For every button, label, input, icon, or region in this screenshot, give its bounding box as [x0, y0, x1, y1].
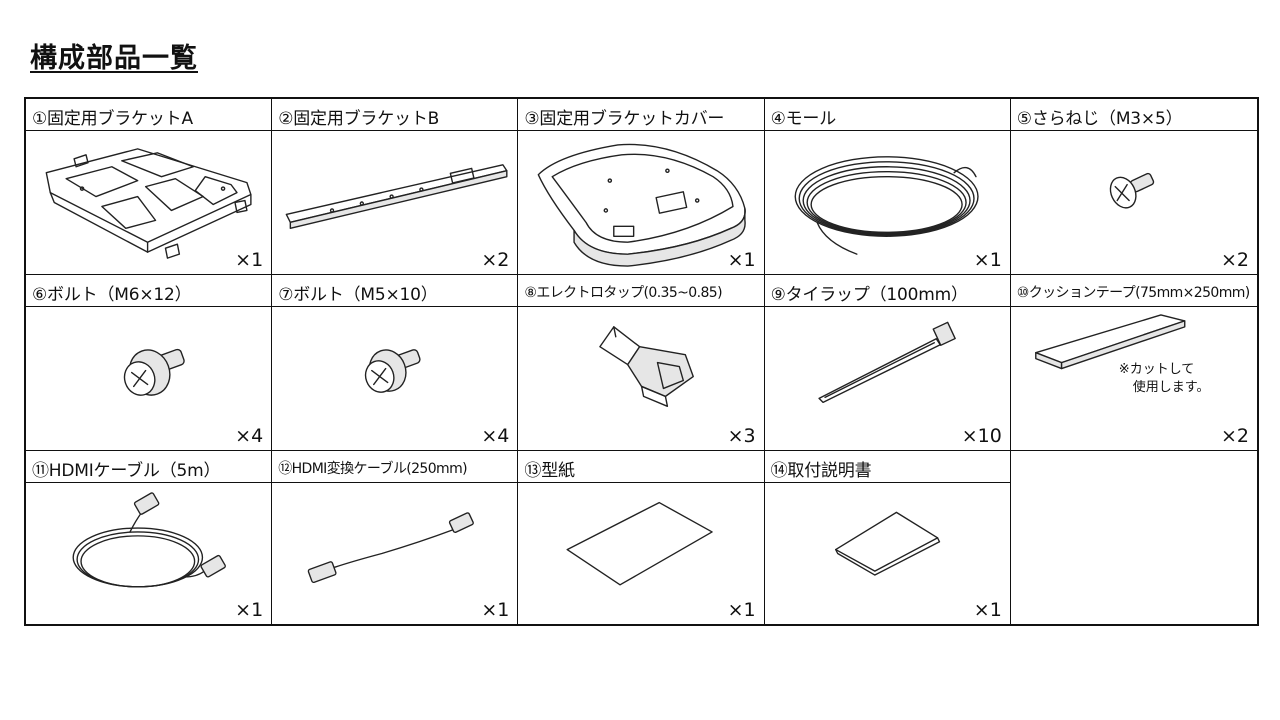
part-cell-4: ④モール ×1 — [764, 99, 1011, 275]
note-line: ※カットして — [1118, 362, 1195, 377]
part-quantity: ×4 — [481, 425, 510, 447]
part-quantity: ×2 — [1220, 249, 1249, 271]
part-label: ⑩クッションテープ(75mm×250mm) — [1010, 275, 1257, 307]
part-label: ⑦ボルト（M5×10） — [272, 275, 518, 307]
cable-tie-illustration — [765, 307, 1010, 450]
part-cell-14: ⑭取付説明書 ×1 — [764, 451, 1011, 624]
part-quantity: ×1 — [973, 249, 1002, 271]
part-label: ⑥ボルト（M6×12） — [26, 275, 272, 307]
parts-table: ①固定用ブラケットA ×1 ②固定用ブラケットB — [24, 97, 1259, 626]
part-cell-8: ⑧エレクトロタップ(0.35~0.85) ×3 — [518, 275, 765, 451]
part-label: ⑬型紙 — [518, 451, 764, 483]
part-cell-6: ⑥ボルト（M6×12） ×4 — [26, 275, 273, 451]
part-quantity: ×10 — [961, 425, 1002, 447]
part-cell-10: ⑩クッションテープ(75mm×250mm) ※カットして 使用します。 ×2 — [1010, 275, 1257, 451]
part-label: ⑧エレクトロタップ(0.35~0.85) — [518, 275, 764, 307]
part-cell-11: ⑪HDMIケーブル（5m） ×1 — [26, 451, 273, 624]
hdmi-cable-illustration — [26, 483, 271, 624]
part-cell-9: ⑨タイラップ（100mm） ×10 — [764, 275, 1011, 451]
bracket-cover-illustration — [518, 131, 763, 274]
cushion-tape-illustration — [1011, 307, 1257, 450]
page-title: 構成部品一覧 — [30, 43, 198, 74]
part-quantity: ×4 — [235, 425, 264, 447]
part-cell-12: ⑫HDMI変換ケーブル(250mm) ×1 — [272, 451, 519, 624]
hdmi-adapter-cable-illustration — [272, 483, 517, 624]
part-quantity: ×1 — [235, 599, 264, 621]
flat-screw-illustration — [1011, 131, 1257, 274]
part-label: ④モール — [764, 99, 1010, 131]
electro-tap-illustration — [518, 307, 763, 450]
part-label: ⑤さらねじ（M3×5） — [1010, 99, 1257, 131]
part-quantity: ×1 — [727, 599, 756, 621]
part-quantity: ×1 — [235, 249, 264, 271]
part-cell-7: ⑦ボルト（M5×10） ×4 — [272, 275, 519, 451]
part-label: ②固定用ブラケットB — [272, 99, 518, 131]
part-cell-1: ①固定用ブラケットA ×1 — [26, 99, 273, 275]
part-label: ⑭取付説明書 — [764, 451, 1010, 483]
note-line: 使用します。 — [1132, 380, 1210, 395]
part-quantity: ×2 — [481, 249, 510, 271]
part-quantity: ×3 — [727, 425, 756, 447]
part-cell-2: ②固定用ブラケットB ×2 — [272, 99, 519, 275]
part-label: ①固定用ブラケットA — [26, 99, 272, 131]
part-cell-5: ⑤さらねじ（M3×5） ×2 — [1010, 99, 1257, 275]
empty-cell — [1011, 451, 1257, 624]
part-cell-13: ⑬型紙 ×1 — [518, 451, 765, 624]
part-cell-3: ③固定用ブラケットカバー ×1 — [518, 99, 765, 275]
bolt-m5-illustration — [272, 307, 517, 450]
part-label: ⑪HDMIケーブル（5m） — [26, 451, 272, 483]
part-quantity: ×2 — [1220, 425, 1249, 447]
bracket-a-illustration — [26, 131, 271, 274]
part-quantity: ×1 — [973, 599, 1002, 621]
part-label: ⑫HDMI変換ケーブル(250mm) — [272, 451, 518, 483]
molding-illustration — [765, 131, 1010, 274]
part-quantity: ×1 — [481, 599, 510, 621]
part-label: ⑨タイラップ（100mm） — [764, 275, 1010, 307]
part-label: ③固定用ブラケットカバー — [518, 99, 764, 131]
template-paper-illustration — [518, 483, 763, 624]
part-quantity: ×1 — [727, 249, 756, 271]
instruction-manual-illustration — [765, 483, 1010, 624]
cushion-tape-note: ※カットして 使用します。 — [1119, 361, 1210, 397]
bolt-m6-illustration — [26, 307, 271, 450]
bracket-b-illustration — [272, 131, 517, 274]
